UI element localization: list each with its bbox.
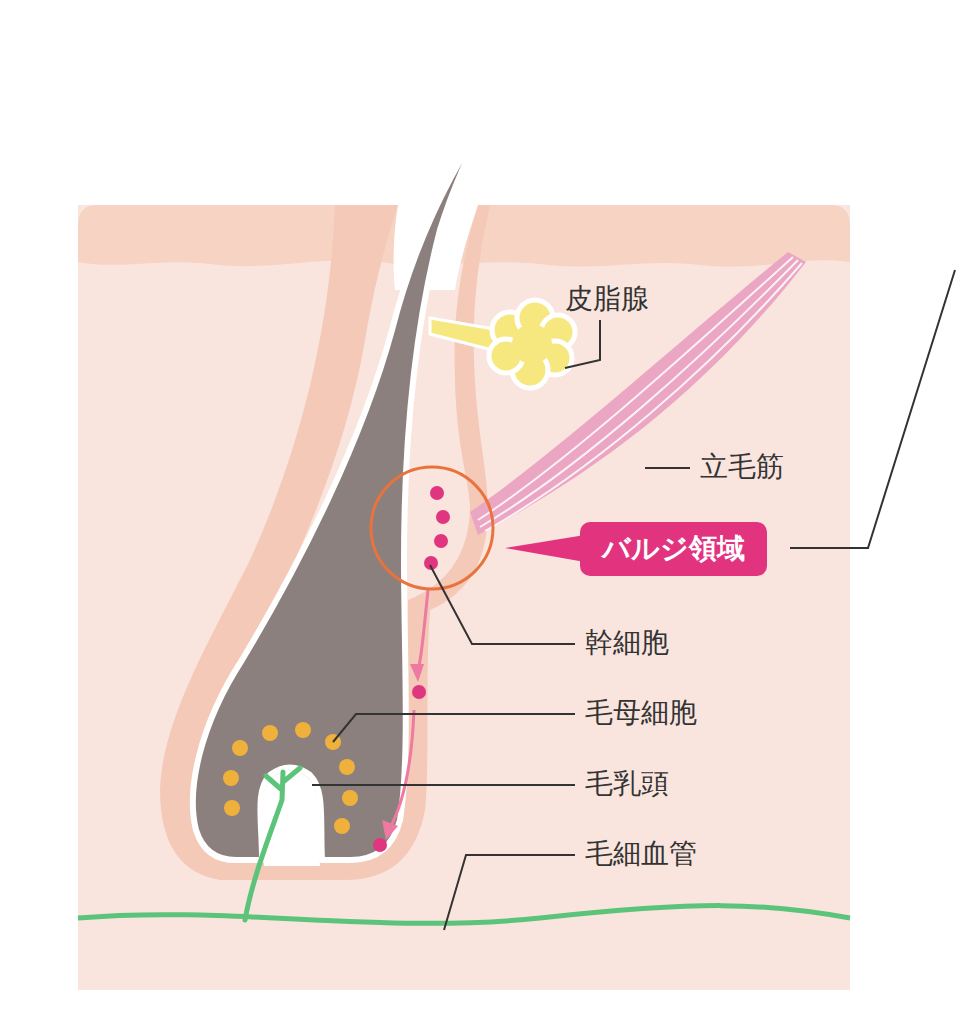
migration-arrow [390,590,428,828]
dermis [78,205,850,990]
arrector-muscle [470,252,806,535]
part-label: 毛細血管 [585,837,697,871]
part-label: 毛乳頭 [585,767,669,801]
badge-leader [790,270,955,548]
capillary [78,906,850,924]
arrow-heads [382,664,424,840]
stem-cells [373,486,450,852]
badge-text: バルジ領域 [602,532,745,566]
dermal-papilla [263,771,320,866]
hair-shaft [193,38,545,860]
muscle-fibres [478,257,802,531]
label-badge: バルジ領域 [580,522,767,576]
part-label: 幹細胞 [585,626,669,660]
sebaceous-gland-shape [489,300,575,388]
part-label: 立毛筋 [700,450,784,484]
part-label: 毛母細胞 [585,696,697,730]
part-label: 皮脂腺 [565,282,649,316]
matrix-cells [223,722,358,834]
capillary-branch [245,768,300,920]
badge-pointer [505,535,585,562]
